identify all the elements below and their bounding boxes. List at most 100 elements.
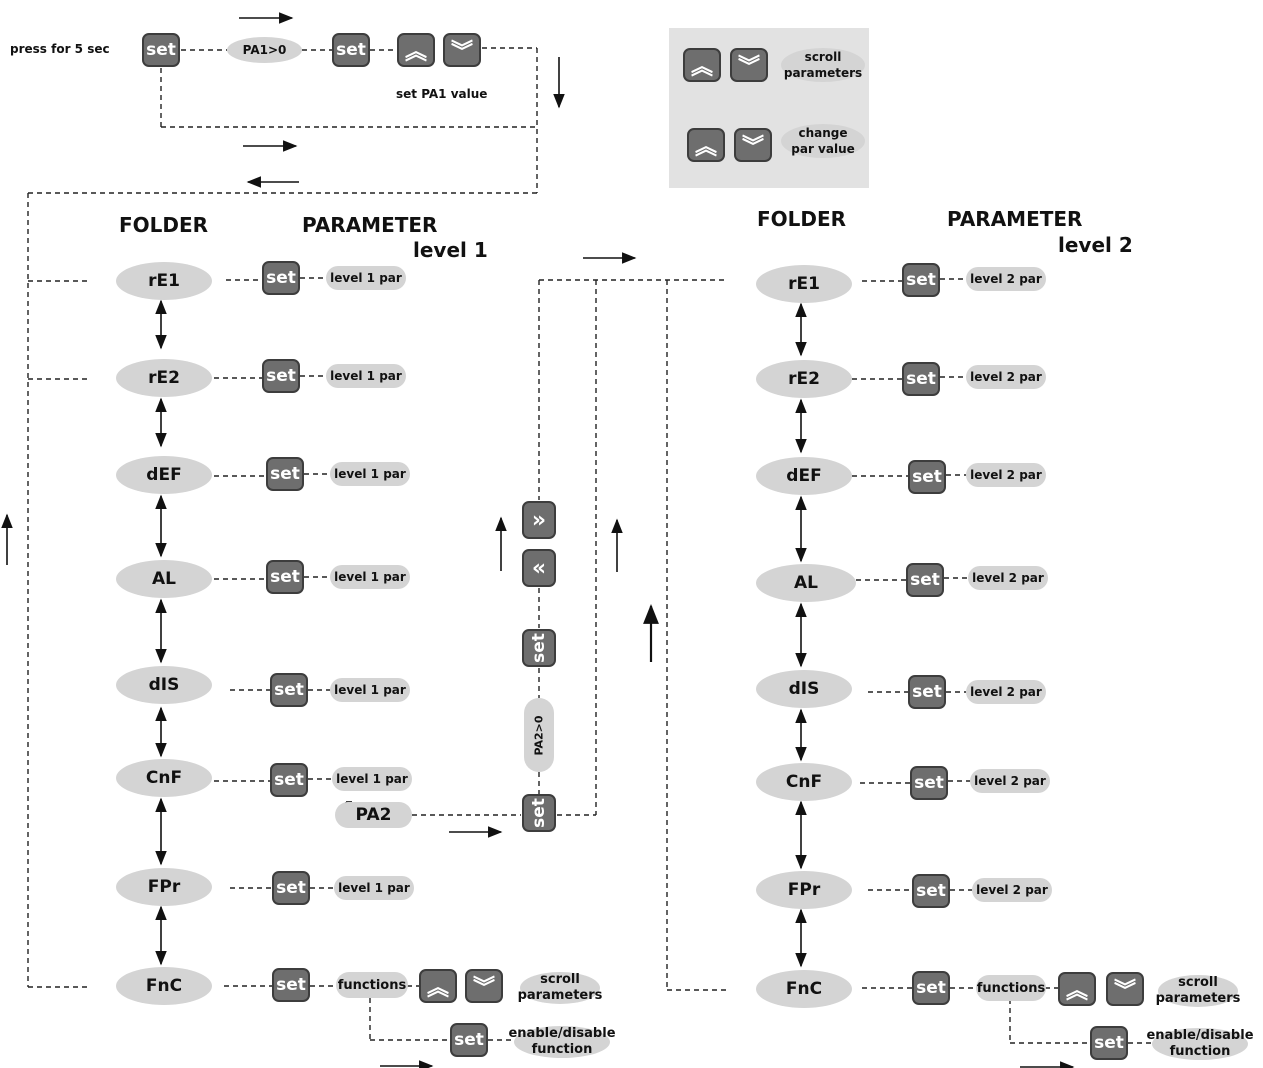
level1-fn-scroll-pill: scroll parameters bbox=[517, 972, 603, 1004]
level1-fn-enable-pill: enable/disable function bbox=[508, 1026, 616, 1058]
press-5-sec-label: press for 5 sec bbox=[10, 42, 110, 56]
legend-change-pill: change par value bbox=[781, 124, 865, 158]
level2-par-dis: level 2 par bbox=[966, 680, 1046, 704]
pa2-pill: PA2 bbox=[335, 802, 412, 828]
level2-folder-fpr[interactable]: FPr bbox=[756, 871, 852, 909]
level2-folder-re2[interactable]: rE2 bbox=[756, 360, 852, 398]
pa2-greater-zero-pill: PA2>0 bbox=[524, 698, 554, 772]
legend-scroll-pill: scroll parameters bbox=[781, 48, 865, 82]
level2-fn-enable-line1: enable/disable bbox=[1146, 1028, 1254, 1043]
level2-fn-scroll-line2: parameters bbox=[1155, 991, 1241, 1006]
level1-par-re1: level 1 par bbox=[326, 266, 406, 290]
middle-set-key-top-label: set bbox=[529, 633, 549, 663]
set-key-pa1[interactable]: set bbox=[332, 33, 370, 67]
level2-fn-scroll-line1: scroll bbox=[1178, 975, 1218, 990]
legend-change-down-icon: ︾ bbox=[734, 128, 772, 162]
legend-change-line2: par value bbox=[791, 142, 855, 156]
level2-fn-set-key[interactable]: set bbox=[1090, 1026, 1128, 1060]
level2-functions-pill: functions bbox=[976, 975, 1046, 1001]
level1-fn-up-icon[interactable]: ︽ bbox=[419, 969, 457, 1003]
level2-folder-cnf[interactable]: CnF bbox=[756, 763, 852, 801]
level2-fn-enable-pill: enable/disable function bbox=[1146, 1028, 1254, 1060]
level1-par-cnf: level 1 par bbox=[332, 767, 412, 791]
legend-down-icon: ︾ bbox=[730, 48, 768, 82]
level1-folder-al[interactable]: AL bbox=[116, 560, 212, 598]
middle-set-key-bottom[interactable]: set bbox=[522, 794, 556, 832]
level2-par-def: level 2 par bbox=[966, 463, 1046, 487]
level1-fn-set-key[interactable]: set bbox=[450, 1023, 488, 1057]
level2-set-key-re1[interactable]: set bbox=[902, 263, 940, 297]
pa1-greater-zero-pill: PA1>0 bbox=[227, 37, 302, 63]
level1-folder-def[interactable]: dEF bbox=[116, 456, 212, 494]
level1-set-key-def[interactable]: set bbox=[266, 457, 304, 491]
pa2-greater-zero-label: PA2>0 bbox=[532, 714, 546, 756]
middle-set-key-bottom-label: set bbox=[529, 798, 549, 828]
set-pa1-value-label: set PA1 value bbox=[396, 87, 488, 101]
level1-functions-pill: functions bbox=[336, 972, 408, 998]
legend-panel: scroll parameters ︽ ︾ change par value ︽… bbox=[669, 28, 869, 188]
level2-level-header: level 2 bbox=[1058, 233, 1133, 257]
level1-par-re2: level 1 par bbox=[326, 364, 406, 388]
level2-par-cnf: level 2 par bbox=[970, 769, 1050, 793]
level1-parameter-header: PARAMETER bbox=[302, 213, 438, 237]
level2-folder-dis[interactable]: dIS bbox=[756, 670, 852, 708]
level1-fn-enable-line2: function bbox=[531, 1042, 593, 1057]
level1-set-key-fpr[interactable]: set bbox=[272, 871, 310, 905]
level1-set-key-fnc[interactable]: set bbox=[272, 968, 310, 1002]
level2-fn-enable-line2: function bbox=[1169, 1044, 1231, 1059]
level1-fn-down-icon[interactable]: ︾ bbox=[465, 969, 503, 1003]
level2-parameter-header: PARAMETER bbox=[947, 207, 1083, 231]
level1-par-def: level 1 par bbox=[330, 462, 410, 486]
level1-folder-cnf[interactable]: CnF bbox=[116, 759, 212, 797]
level2-folder-al[interactable]: AL bbox=[756, 564, 856, 602]
level2-set-key-cnf[interactable]: set bbox=[910, 766, 948, 800]
scroll-up-icon[interactable]: ︽ bbox=[397, 33, 435, 67]
level2-par-al: level 2 par bbox=[968, 566, 1048, 590]
right-double-arrow-icon[interactable]: » bbox=[522, 501, 556, 539]
level1-par-al: level 1 par bbox=[330, 565, 410, 589]
level2-fn-down-icon[interactable]: ︾ bbox=[1106, 972, 1144, 1006]
level2-set-key-def[interactable]: set bbox=[908, 460, 946, 494]
level1-folder-dis[interactable]: dIS bbox=[116, 666, 212, 704]
legend-up-icon: ︽ bbox=[683, 48, 721, 82]
level1-fn-enable-line1: enable/disable bbox=[508, 1026, 616, 1041]
legend-change-up-icon: ︽ bbox=[687, 128, 725, 162]
level2-folder-re1[interactable]: rE1 bbox=[756, 265, 852, 303]
middle-set-key-top[interactable]: set bbox=[522, 629, 556, 667]
level2-set-key-re2[interactable]: set bbox=[902, 362, 940, 396]
level2-fn-up-icon[interactable]: ︽ bbox=[1058, 972, 1096, 1006]
level1-set-key-re2[interactable]: set bbox=[262, 359, 300, 393]
level1-folder-re2[interactable]: rE2 bbox=[116, 359, 212, 397]
level2-fn-scroll-pill: scroll parameters bbox=[1155, 975, 1241, 1007]
level2-set-key-dis[interactable]: set bbox=[908, 675, 946, 709]
legend-change-line1: change bbox=[798, 126, 848, 140]
level1-set-key-al[interactable]: set bbox=[266, 560, 304, 594]
level1-par-fpr: level 1 par bbox=[334, 876, 414, 900]
level1-set-key-re1[interactable]: set bbox=[262, 261, 300, 295]
level2-set-key-fpr[interactable]: set bbox=[912, 874, 950, 908]
level1-fn-scroll-line1: scroll bbox=[540, 972, 580, 987]
level1-set-key-cnf[interactable]: set bbox=[270, 763, 308, 797]
level1-level-header: level 1 bbox=[413, 238, 488, 262]
level2-par-re1: level 2 par bbox=[966, 267, 1046, 291]
level2-set-key-fnc[interactable]: set bbox=[912, 971, 950, 1005]
level1-folder-re1[interactable]: rE1 bbox=[116, 262, 212, 300]
legend-scroll-line2: parameters bbox=[783, 66, 863, 80]
level1-folder-fpr[interactable]: FPr bbox=[116, 868, 212, 906]
level1-set-key-dis[interactable]: set bbox=[270, 673, 308, 707]
level2-folder-fnc[interactable]: FnC bbox=[756, 970, 852, 1008]
left-double-arrow-icon[interactable]: « bbox=[522, 549, 556, 587]
level1-fn-scroll-line2: parameters bbox=[517, 988, 603, 1003]
level2-par-re2: level 2 par bbox=[966, 365, 1046, 389]
level1-folder-header: FOLDER bbox=[119, 213, 209, 237]
level2-set-key-al[interactable]: set bbox=[906, 563, 944, 597]
set-key-entry[interactable]: set bbox=[142, 33, 180, 67]
scroll-down-icon[interactable]: ︾ bbox=[443, 33, 481, 67]
level2-folder-def[interactable]: dEF bbox=[756, 457, 852, 495]
level2-par-fpr: level 2 par bbox=[972, 878, 1052, 902]
legend-scroll-line1: scroll bbox=[804, 50, 842, 64]
level1-par-dis: level 1 par bbox=[330, 678, 410, 702]
level2-folder-header: FOLDER bbox=[757, 207, 847, 231]
level1-folder-fnc[interactable]: FnC bbox=[116, 967, 212, 1005]
